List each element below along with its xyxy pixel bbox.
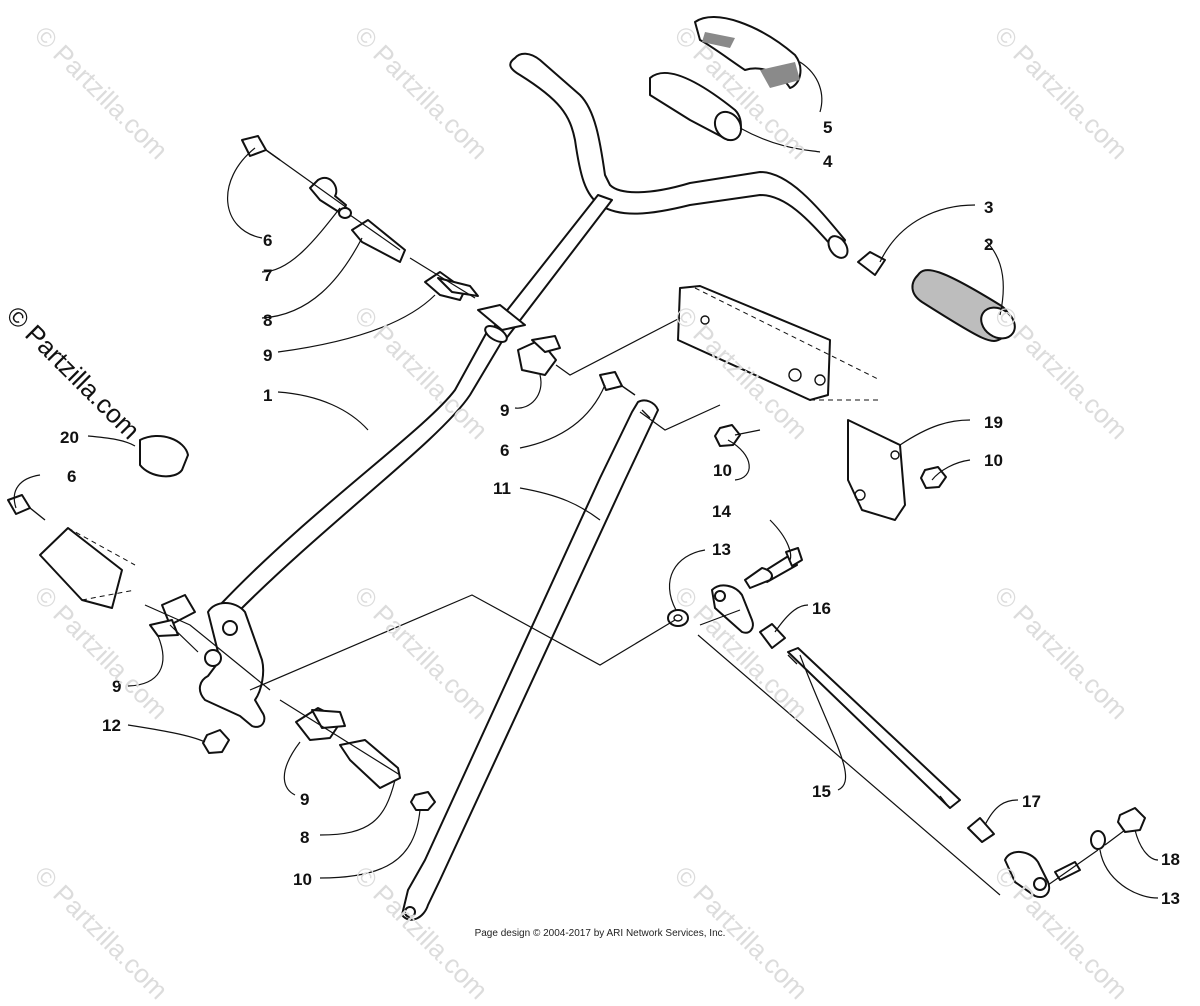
- callout-label: 6: [67, 467, 76, 486]
- callout-label: 20: [60, 428, 79, 447]
- frame-mounts: [39, 285, 906, 609]
- callout-label: 2: [984, 235, 993, 254]
- upper-brackets: [241, 135, 561, 376]
- callout-label: 10: [713, 461, 732, 480]
- callout-label: 15: [812, 782, 831, 801]
- callout-label: 18: [1161, 850, 1180, 869]
- washers-and-nuts: [202, 424, 947, 811]
- tie-rod: [401, 399, 659, 921]
- callout-label: 9: [263, 346, 272, 365]
- ball-joint-upper: [711, 547, 803, 649]
- grip-and-pads: [649, 16, 1016, 342]
- callout-label: 13: [712, 540, 731, 559]
- callout-label: 1: [263, 386, 272, 405]
- callout-label: 19: [984, 413, 1003, 432]
- callout-label: 14: [712, 502, 731, 521]
- callout-label: 4: [823, 152, 833, 171]
- exploded-parts-diagram: 5 4 3 2 6 7 8 9 1 9 6 19 10 10 20 6 11 1…: [7, 16, 1180, 921]
- callout-label: 9: [112, 677, 121, 696]
- steering-arm: [198, 602, 266, 728]
- callout-label: 6: [500, 441, 509, 460]
- connecting-rod: [787, 647, 961, 809]
- leader-lines: [144, 149, 1126, 896]
- callout-label: 8: [263, 311, 272, 330]
- callout-labels: 5 4 3 2 6 7 8 9 1 9 6 19 10 10 20 6 11 1…: [60, 118, 1180, 908]
- callout-label: 9: [300, 790, 309, 809]
- callout-label: 13: [1161, 889, 1180, 908]
- callout-label: 12: [102, 716, 121, 735]
- callout-label: 17: [1022, 792, 1041, 811]
- callout-label: 8: [300, 828, 309, 847]
- callout-label: 9: [500, 401, 509, 420]
- bolts: [7, 371, 773, 589]
- callout-label: 5: [823, 118, 832, 137]
- callout-leaders: [13, 61, 1159, 899]
- callout-label: 10: [984, 451, 1003, 470]
- callout-label: 16: [812, 599, 831, 618]
- callout-label: 7: [263, 266, 272, 285]
- callout-label: 3: [984, 198, 993, 217]
- handlebar: [489, 52, 849, 341]
- callout-label: 10: [293, 870, 312, 889]
- callout-label: 11: [493, 479, 511, 498]
- footer-copyright: Page design © 2004-2017 by ARI Network S…: [474, 928, 726, 939]
- ball-joint-lower: [967, 807, 1146, 898]
- callout-label: 6: [263, 231, 272, 250]
